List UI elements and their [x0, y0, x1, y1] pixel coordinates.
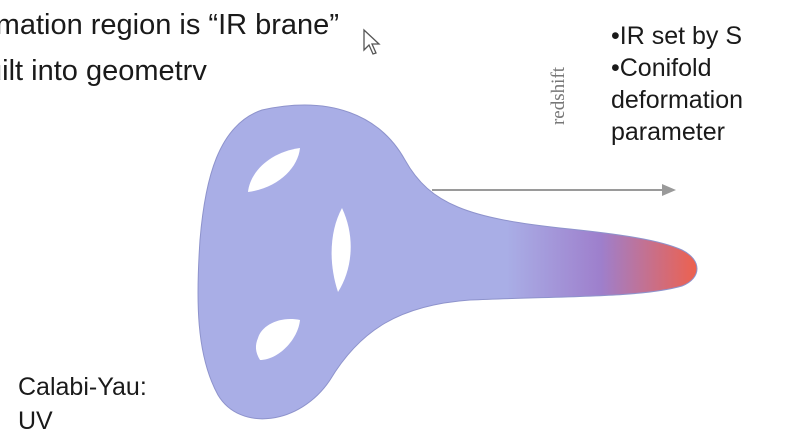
calabi-yau-label-line-1: Calabi-Yau: — [18, 370, 147, 404]
calabi-yau-shape — [198, 105, 697, 419]
redshift-arrow-head — [662, 184, 676, 196]
calabi-yau-label: Calabi-Yau: UV — [18, 370, 147, 438]
redshift-label: redshift — [548, 67, 570, 125]
mouse-cursor-icon — [362, 28, 384, 58]
calabi-yau-label-line-2: UV — [18, 404, 147, 438]
